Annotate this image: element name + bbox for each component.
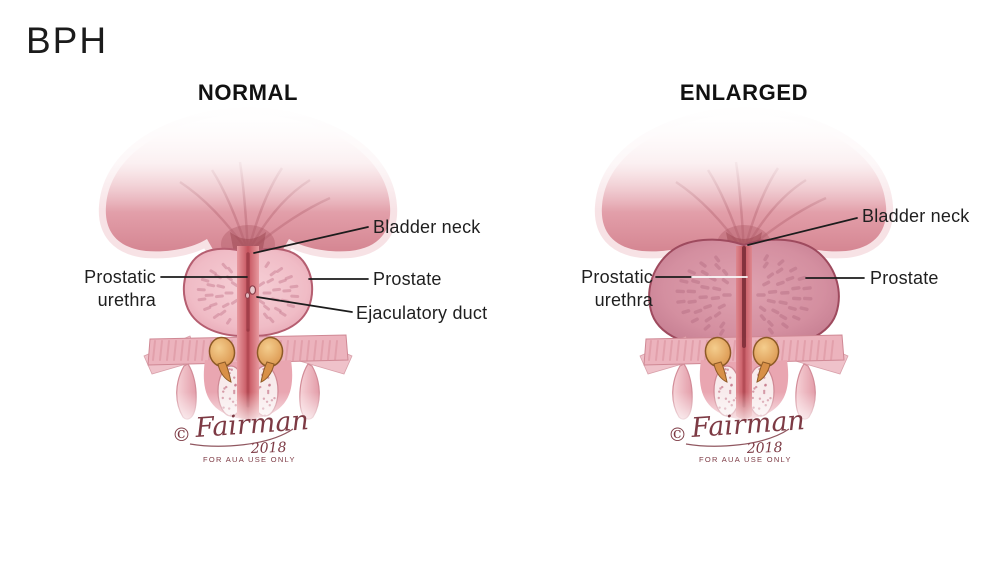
label-prostatic-urethra-enlarged: Prostatic urethra [581,267,653,310]
label-bladder-neck-enlarged: Bladder neck [862,206,970,226]
pointer-line-bladder-neck-enlarged [747,217,858,246]
pointer-lines [160,217,865,313]
ejaculatory-duct-opening-small [245,292,250,299]
prostate-enlarged-texture [675,254,813,336]
label-prostatic-urethra-normal: Prostatic urethra [84,267,156,310]
label-prostate-normal: Prostate [373,269,442,289]
ejaculatory-duct-opening [248,285,257,295]
label-bladder-neck-normal: Bladder neck [373,217,481,237]
figure-enlarged [588,104,900,465]
label-ejaculatory-duct-normal: Ejaculatory duct [356,303,488,323]
page-title: BPH [26,20,109,61]
pointer-line-bladder-neck-normal [253,226,369,254]
label-prostate-enlarged: Prostate [870,268,939,288]
pointer-line-ejaculatory-duct-normal [256,296,353,313]
panel-heading-normal: NORMAL [197,80,299,105]
panel-heading-enlarged: ENLARGED [679,80,809,105]
